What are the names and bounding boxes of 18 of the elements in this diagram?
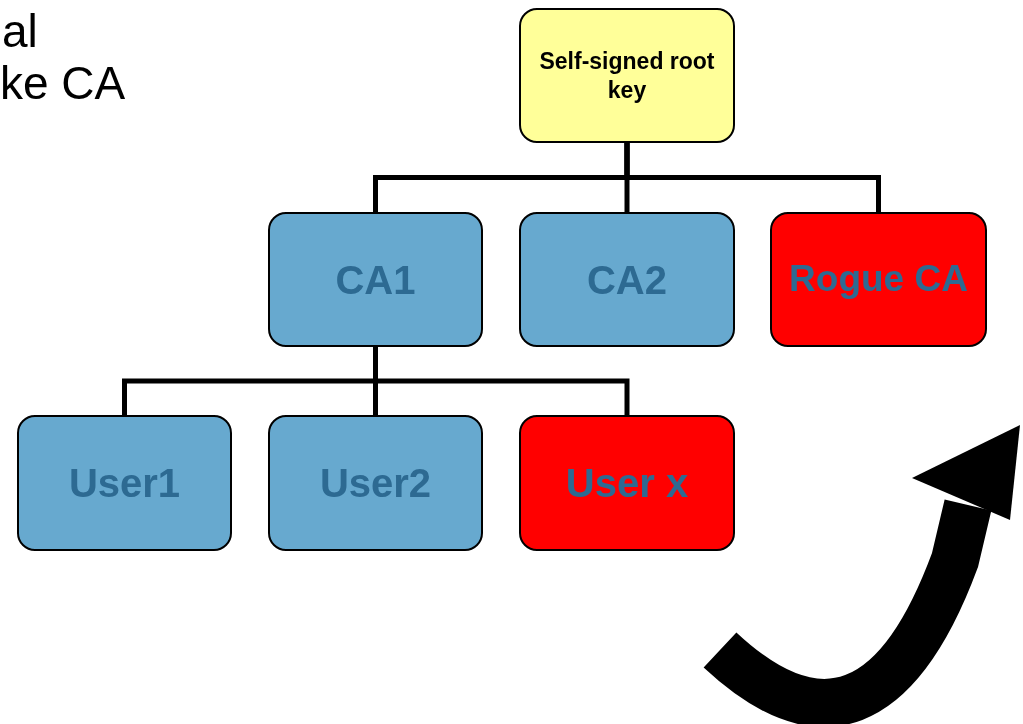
node-label: Self-signed root key [538,46,716,105]
node-box [268,415,483,551]
node-label: CA1 [335,256,416,304]
node-label: Rogue CA [789,257,968,302]
connector-line [373,347,630,415]
connector-line [624,143,881,212]
heading-text: ke CA [0,60,126,106]
heading-text: al [2,8,38,54]
node-label: User x [565,460,689,507]
node-box [519,212,735,347]
node-box [268,212,483,347]
node-label: User1 [68,460,181,507]
node-box [17,415,232,551]
node-label: CA2 [587,256,667,304]
node-box [519,415,735,551]
node-label: User2 [319,460,432,507]
node-box [770,212,987,347]
root-box [519,8,735,143]
